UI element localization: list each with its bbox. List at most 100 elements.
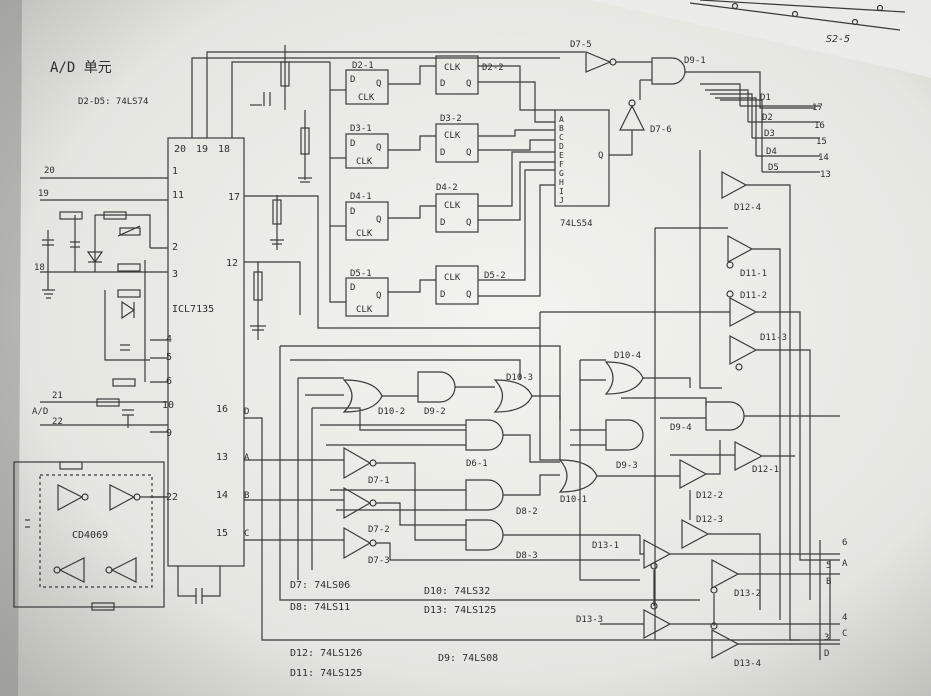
ff-d2-2-q: Q — [466, 79, 471, 89]
label-d10-4: D10-4 — [614, 351, 641, 361]
page-title: A/D 单元 — [50, 60, 112, 76]
output-d4-pin: 14 — [818, 153, 829, 163]
output-d5-pin: 13 — [820, 170, 831, 180]
ff-d3-2-d: D — [440, 148, 445, 158]
ic-left-pin-6: 6 — [166, 376, 172, 387]
mux-input-c: C — [559, 133, 564, 142]
ic-top-pin-20: 20 — [174, 144, 186, 155]
label-d7-2: D7-2 — [368, 525, 390, 535]
oscillator-label: CD4069 — [72, 530, 108, 541]
ic-right-pin-15: 15 — [216, 528, 228, 539]
output-name-a: A — [842, 559, 848, 569]
mux-output-q: Q — [598, 151, 603, 161]
oscillator-cd4069 — [13, 461, 168, 611]
mux-input-i: I — [559, 187, 564, 196]
output-d1-name: D1 — [760, 93, 771, 103]
gate-d10-4 — [604, 361, 644, 395]
ic-left-pin-22: 22 — [166, 492, 178, 503]
gate-d9-1 — [651, 57, 686, 85]
ff-d5-2-body — [435, 265, 479, 305]
ff-d3-2-clk: CLK — [444, 131, 461, 141]
ic-icl7135-body — [167, 137, 245, 567]
output-pin-3: 3 — [824, 633, 829, 643]
label-d13-4: D13-4 — [734, 659, 761, 669]
ff-d4-1-clk: CLK — [356, 229, 373, 239]
ic-left-pin-10: 10 — [162, 400, 174, 411]
label-d12-2: D12-2 — [696, 491, 723, 501]
ic-left-pin-2: 2 — [172, 242, 178, 253]
ff-d5-1-name: D5-1 — [350, 269, 372, 279]
ic-left-pin-11: 11 — [172, 190, 184, 201]
ff-d4-2-body — [435, 193, 479, 233]
ic-right-label-d: D — [244, 407, 249, 417]
mux-74ls54-body — [554, 109, 610, 207]
ff-d3-1-d: D — [350, 139, 355, 149]
legend-d8: D8: 74LS11 — [290, 602, 350, 613]
net-label-ad: A/D — [32, 407, 48, 417]
output-pin-5: 5 — [826, 561, 831, 571]
ff-d2-1-body — [345, 69, 389, 105]
ic-right-pin-14: 14 — [216, 490, 228, 501]
ic-right-label-c: C — [244, 529, 249, 539]
ic-right-pin-13: 13 — [216, 452, 228, 463]
net-label-22: 22 — [52, 417, 63, 427]
ff-d4-1-d: D — [350, 207, 355, 217]
paper-shadow-edge — [0, 0, 22, 696]
gate-d10-1 — [558, 459, 598, 493]
label-d7-5: D7-5 — [570, 40, 592, 50]
mux-input-h: H — [559, 178, 564, 187]
ff-d5-1-body — [345, 277, 389, 317]
label-d12-3: D12-3 — [696, 515, 723, 525]
output-d4-name: D4 — [766, 147, 777, 157]
ff-d5-2-name: D5-2 — [484, 271, 506, 281]
gate-d13-4 — [711, 628, 740, 660]
ff-d4-2-d: D — [440, 218, 445, 228]
gate-d6-1 — [465, 419, 504, 451]
ff-d3-1-q: Q — [376, 143, 381, 153]
gate-d7-1 — [343, 446, 372, 480]
ff-d5-1-clk: CLK — [356, 305, 373, 315]
ff-d2-1-clk: CLK — [358, 93, 375, 103]
ic-left-pin-1: 1 — [172, 166, 178, 177]
mux-input-b: B — [559, 124, 564, 133]
label-d10-2: D10-2 — [378, 407, 405, 417]
label-d11-1: D11-1 — [740, 269, 767, 279]
output-d5-name: D5 — [768, 163, 779, 173]
ff-d5-2-clk: CLK — [444, 273, 461, 283]
ic-top-pin-18: 18 — [218, 144, 230, 155]
legend-d9: D9: 74LS08 — [438, 653, 498, 664]
label-d6-1: D6-1 — [466, 459, 488, 469]
label-d7-6: D7-6 — [650, 125, 672, 135]
ff-d2-1-d: D — [350, 75, 355, 85]
ic-right-label-b: B — [244, 491, 249, 501]
label-d9-2: D9-2 — [424, 407, 446, 417]
output-name-b: B — [826, 577, 831, 587]
gate-d8-3 — [465, 519, 504, 551]
ic-icl7135-label: ICL7135 — [172, 304, 214, 315]
ic-left-pin-4: 4 — [166, 334, 172, 345]
legend-d10: D10: 74LS32 — [424, 586, 490, 597]
ff-d5-1-d: D — [350, 283, 355, 293]
legend-d12: D12: 74LS126 — [290, 648, 362, 659]
output-pin-6: 6 — [842, 538, 847, 548]
wire-pin20 — [191, 57, 560, 138]
gate-d11-3 — [729, 334, 758, 366]
ff-d4-2-name: D4-2 — [436, 183, 458, 193]
ff-d4-1-q: Q — [376, 215, 381, 225]
output-d1-pin: 17 — [812, 103, 823, 113]
ic-left-pin-3: 3 — [172, 269, 178, 280]
gate-d11-1 — [727, 234, 754, 264]
ff-d2-1-name: D2-1 — [352, 61, 374, 71]
ic-left-pin-5: 5 — [166, 352, 172, 363]
label-d7-3: D7-3 — [368, 556, 390, 566]
gate-d12-3 — [681, 518, 710, 550]
ic-right-label-a: A — [244, 453, 250, 463]
ff-d3-2-q: Q — [466, 148, 471, 158]
ff-d2-2-body — [435, 55, 479, 95]
mux-input-f: F — [559, 160, 564, 169]
label-d13-2: D13-2 — [734, 589, 761, 599]
ff-d2-2-clk: CLK — [444, 63, 461, 73]
ic-right-pin-16: 16 — [216, 404, 228, 415]
mux-input-g: G — [559, 169, 564, 178]
output-pin-4: 4 — [842, 613, 847, 623]
